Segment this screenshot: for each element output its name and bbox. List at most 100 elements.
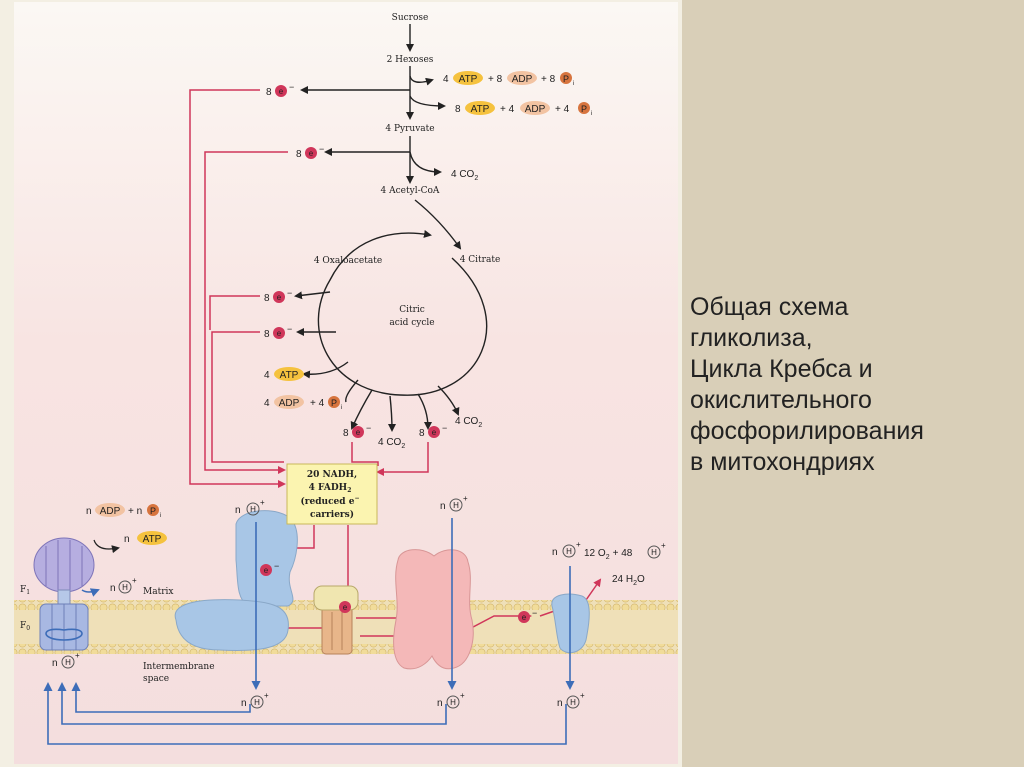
svg-text:i: i <box>573 81 574 87</box>
svg-text:4: 4 <box>443 74 449 85</box>
svg-text:+ 8: + 8 <box>488 74 503 85</box>
svg-text:8: 8 <box>264 329 270 340</box>
svg-text:+: + <box>460 691 465 700</box>
proton-badge: n H + <box>52 651 80 669</box>
label-matrix: Matrix <box>143 587 173 597</box>
svg-text:4: 4 <box>264 398 270 409</box>
label-sucrose: Sucrose <box>392 13 429 23</box>
svg-text:P: P <box>150 506 156 516</box>
svg-text:4 FADH2: 4 FADH2 <box>309 483 352 494</box>
label-intermembrane-2: space <box>143 674 169 684</box>
svg-text:carriers): carriers) <box>310 509 354 520</box>
svg-text:ATP: ATP <box>280 370 299 381</box>
caption-line: в митохондриях <box>690 448 875 476</box>
label-pyruvate: 4 Pyruvate <box>385 124 434 134</box>
svg-text:+: + <box>463 494 468 503</box>
label-intermembrane-1: Intermembrane <box>143 662 215 672</box>
svg-text:−: − <box>289 82 294 92</box>
proton-badge: n H + <box>437 691 465 709</box>
svg-text:+: + <box>661 541 666 550</box>
svg-text:−: − <box>442 423 447 433</box>
atp-produced-row: 8 ATP + 4 ADP + 4 P i <box>455 101 592 117</box>
svg-text:i: i <box>341 405 342 411</box>
svg-text:H: H <box>122 583 128 592</box>
svg-text:ATP: ATP <box>459 74 478 85</box>
electron-badge: e − <box>518 608 537 623</box>
svg-text:H: H <box>450 698 456 707</box>
svg-text:n: n <box>235 505 241 516</box>
svg-text:+: + <box>75 651 80 660</box>
svg-text:P: P <box>581 104 587 114</box>
proton-badge: n H + <box>552 540 581 558</box>
slide-caption: Общая схема гликолиза, Цикла Кребса и ок… <box>690 292 1010 478</box>
label-f1: F1 <box>20 585 30 596</box>
svg-text:24 H2O: 24 H2O <box>612 574 645 587</box>
svg-text:+: + <box>264 691 269 700</box>
svg-text:n: n <box>110 583 116 594</box>
proton-badge: n H + <box>235 498 265 516</box>
electron-badge: 8 e − <box>296 144 324 160</box>
svg-text:8: 8 <box>296 149 302 160</box>
oxygen-reaction: 12 O2+ 48 H + 24 H2O <box>584 541 666 587</box>
svg-text:+: + <box>132 576 137 585</box>
svg-text:ATP: ATP <box>143 534 162 545</box>
electron-badge: 8 e − <box>419 423 447 439</box>
svg-text:8: 8 <box>264 293 270 304</box>
svg-text:ATP: ATP <box>471 104 490 115</box>
label-co2-pyruvate: 4 CO2 <box>451 169 478 182</box>
svg-text:n: n <box>241 698 247 709</box>
cycle-atp: 4 ATP <box>264 367 304 381</box>
svg-text:H: H <box>254 698 260 707</box>
svg-text:ADP: ADP <box>512 74 533 85</box>
label-f0: F0 <box>20 621 30 632</box>
svg-text:ADP: ADP <box>100 506 121 517</box>
svg-text:−: − <box>287 324 292 334</box>
svg-text:n: n <box>557 698 563 709</box>
svg-text:4: 4 <box>264 370 270 381</box>
svg-text:(reduced e−: (reduced e− <box>301 495 360 507</box>
label-citrate: 4 Citrate <box>460 255 501 265</box>
svg-text:e: e <box>432 428 437 437</box>
svg-text:+ 8: + 8 <box>541 74 556 85</box>
svg-text:+ n: + n <box>128 506 142 517</box>
svg-text:H: H <box>570 698 576 707</box>
svg-text:8: 8 <box>266 87 272 98</box>
electron-badge: e <box>339 601 351 613</box>
label-co2-cycle-a: 4 CO2 <box>378 437 405 450</box>
svg-text:e: e <box>279 87 284 96</box>
cycle-adp: 4 ADP + 4 P i <box>264 395 342 411</box>
caption-line: окислительного <box>690 386 872 414</box>
svg-text:n: n <box>52 658 58 669</box>
svg-text:8: 8 <box>455 104 461 115</box>
svg-text:n: n <box>440 501 446 512</box>
svg-text:12 O2+ 48: 12 O2+ 48 <box>584 548 633 561</box>
electron-badge: 8 e − <box>264 288 292 304</box>
svg-text:+: + <box>580 691 585 700</box>
svg-text:i: i <box>591 111 592 117</box>
electron-badge: 8 e − <box>264 324 292 340</box>
electron-badge: 8 e − <box>343 423 371 439</box>
electron-badge: e − <box>260 561 279 576</box>
svg-text:n: n <box>86 506 92 517</box>
proton-badge: n H + <box>440 494 468 512</box>
svg-text:P: P <box>331 398 337 408</box>
svg-text:+ 4: + 4 <box>555 104 570 115</box>
svg-text:H: H <box>566 547 572 556</box>
caption-line: фосфорилирования <box>690 417 924 445</box>
svg-text:i: i <box>160 513 161 519</box>
reduced-carriers-box: 20 NADH, 4 FADH2 (reduced e− carriers) <box>286 463 378 525</box>
svg-text:n: n <box>437 698 443 709</box>
svg-text:−: − <box>287 288 292 298</box>
svg-text:+: + <box>260 498 265 507</box>
svg-text:n: n <box>552 547 558 558</box>
svg-text:+: + <box>576 540 581 549</box>
label-hexoses: 2 Hexoses <box>387 55 434 65</box>
synthase-reaction: n ADP + n P i n ATP <box>86 503 167 545</box>
svg-text:e: e <box>309 149 314 158</box>
atp-consumed-row: 4 ATP + 8 ADP + 8 P i <box>443 71 574 87</box>
svg-text:P: P <box>563 74 569 84</box>
svg-text:e: e <box>277 293 282 302</box>
svg-text:8: 8 <box>419 428 425 439</box>
svg-text:ADP: ADP <box>525 104 546 115</box>
